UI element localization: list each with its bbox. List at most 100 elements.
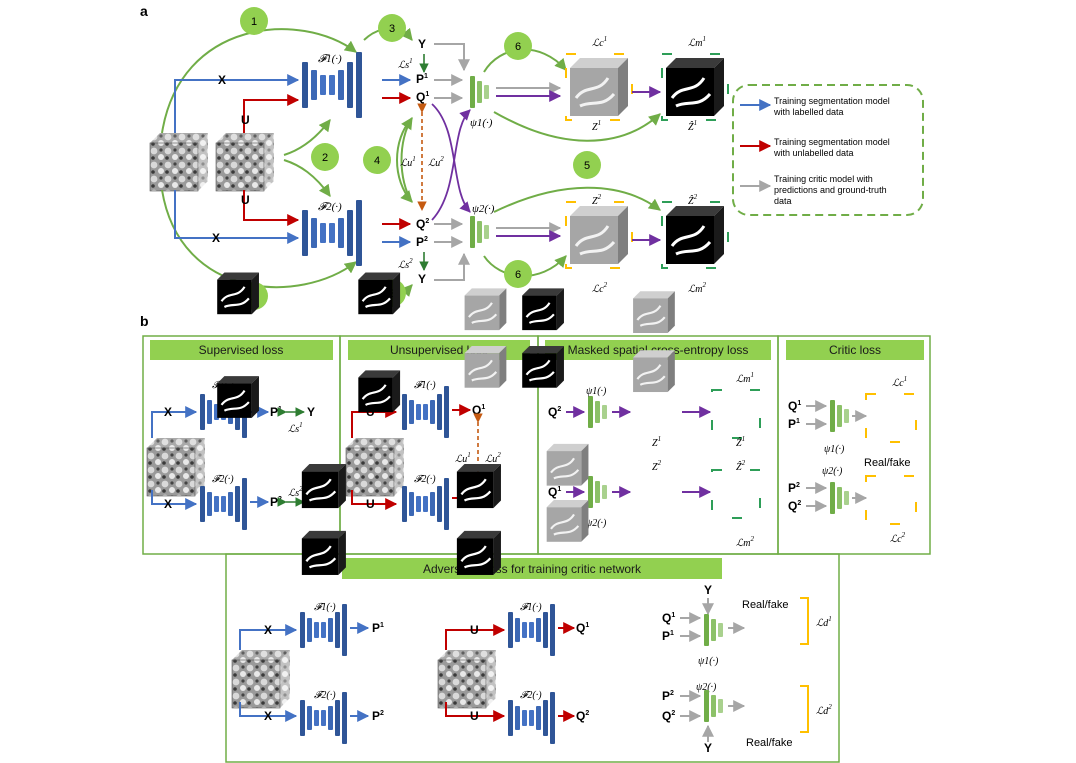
lm2-label: ℒm2 [688, 281, 706, 295]
p2-label: P2 [416, 235, 428, 249]
q2-to-critic1 [431, 109, 471, 221]
z1-label: Z1 [592, 119, 601, 133]
crit-lc1: ℒc1 [892, 375, 907, 389]
adv-crit-p2: P2 [662, 689, 674, 703]
svg-text:6: 6 [515, 41, 521, 53]
y-top-label: Y [418, 37, 426, 51]
adv-p2: P2 [372, 709, 384, 723]
legend-item-2-line2: with unlabelled data [773, 148, 854, 158]
crit-p2: P2 [788, 481, 800, 495]
adv-u-top: U [470, 623, 479, 637]
mask-q1: Q1 [548, 485, 561, 499]
adv-x-bottom: X [264, 709, 272, 723]
mask-lm2: ℒm2 [736, 535, 754, 549]
lm1-label: ℒm1 [688, 35, 706, 49]
svg-text:4: 4 [374, 155, 380, 167]
lm1-bracket [661, 53, 729, 121]
svg-text:3: 3 [389, 23, 395, 35]
adv-q1: Q1 [576, 621, 589, 635]
step5-top-arrow [493, 111, 661, 142]
x-bottom-label: X [212, 231, 220, 245]
unsup-u-bottom: U [366, 497, 375, 511]
svg-text:6: 6 [515, 269, 521, 281]
step-2-badge: 2 [311, 143, 339, 171]
sup-x-bottom: X [164, 497, 172, 511]
sup-x-top: X [164, 405, 172, 419]
adv-u-bottom: U [470, 709, 479, 723]
supervised-loss-panel: Supervised loss X X 𝓕1(·) 𝓕2(·) P1 P2 Y … [142, 271, 341, 555]
step-1-top-badge: 1 [240, 7, 268, 35]
encoder-f2-label: 𝓕2(·) [318, 201, 342, 213]
unsup-q1: Q1 [472, 403, 485, 417]
legend-item-2-line1: Training segmentation model [774, 137, 890, 147]
legend-item-1-line2: with labelled data [773, 107, 844, 117]
labelled-input-volume [149, 132, 209, 192]
adv-ld1: ℒd1 [816, 615, 832, 629]
adversarial-loss-panel: Adversarial loss for training critic net… [225, 442, 840, 763]
zh1-volume [664, 56, 726, 118]
sup-ls2: ℒs2 [288, 485, 303, 499]
step1-top-arrow [161, 28, 357, 134]
step-6-bottom-badge: 6 [504, 260, 532, 288]
u-top-label: U [241, 113, 250, 127]
lc2-label: ℒc2 [592, 281, 608, 295]
legend-item-3-line1: Training critic model with [774, 174, 873, 184]
q2-label: Q2 [416, 217, 429, 231]
u-top-path [243, 94, 300, 133]
adv-f2-left: 𝓕2(·) [314, 690, 336, 701]
unsup-f2: 𝓕2(·) [414, 474, 436, 485]
adv-psi2: ψ2(·) [696, 682, 717, 693]
sup-p1: P1 [270, 405, 282, 419]
psi1-label: ψ1(·) [470, 117, 493, 129]
adv-q2: Q2 [576, 709, 589, 723]
step-3-top-badge: 3 [378, 14, 406, 42]
critic-psi1 [470, 76, 489, 108]
adv-f2-mid: 𝓕2(·) [520, 690, 542, 701]
mask-z1: Z1 [652, 435, 661, 449]
panel-b-label: b [140, 313, 149, 329]
crit-realfake: Real/fake [864, 457, 910, 469]
lc2-bracket [565, 201, 633, 269]
step5-bottom-arrow [493, 186, 661, 213]
adv-f1-left: 𝓕1(·) [314, 602, 336, 613]
ls1-label: ℒs1 [398, 57, 413, 71]
svg-text:5: 5 [584, 160, 590, 172]
legend-item-3-line3: data [774, 196, 792, 206]
svg-text:2: 2 [322, 152, 328, 164]
x-top-label: X [218, 73, 226, 87]
sup-y-top: Y [307, 405, 315, 419]
adversarial-title: Adversarial loss for training critic net… [423, 562, 642, 576]
adv-realfake-bottom: Real/fake [746, 737, 792, 749]
critic-loss-panel: Critic loss Q1 P1 ψ1(·) ℒc1 Real/fake ψ2… [631, 290, 931, 555]
sup-p2: P2 [270, 495, 282, 509]
zh2-label: Ẑ2 [688, 193, 698, 207]
unlabelled-input-volume [215, 132, 275, 192]
p1-label: P1 [416, 72, 428, 86]
z1-volume [568, 56, 630, 118]
adv-realfake-top: Real/fake [742, 599, 788, 611]
q1-label: Q1 [416, 90, 429, 104]
mask-z2: Z2 [652, 459, 662, 473]
crit-q2: Q2 [788, 499, 801, 513]
adv-y-top: Y [704, 583, 712, 597]
unsup-lu1: ℒu1 [455, 451, 471, 465]
lu2-label: ℒu2 [428, 155, 444, 169]
sup-ls1: ℒs1 [288, 421, 303, 435]
psi2-label: ψ2(·) [472, 203, 495, 215]
panel-b: b Supervised loss X X 𝓕1(·) 𝓕2(·) P1 P2 … [140, 271, 931, 763]
panel-a: a X X U U 𝓕1(·) 𝓕2(·) Y P1 Q1 ℒs1 [140, 3, 924, 310]
zh2-volume [664, 204, 726, 266]
supervised-title: Supervised loss [199, 343, 284, 357]
step-5-badge: 5 [573, 151, 601, 179]
legend: Training segmentation model with labelle… [732, 84, 924, 216]
legend-item-3-line2: predictions and ground-truth [774, 185, 887, 195]
y-to-critic1 [434, 43, 470, 72]
step2-bottom-arrow [283, 159, 331, 197]
adv-crit-q1: Q1 [662, 611, 675, 625]
panel-a-label: a [140, 3, 148, 19]
ls2-label: ℒs2 [398, 257, 413, 271]
step-6-top-badge: 6 [504, 32, 532, 60]
unsupervised-title: Unsupervised loss [390, 343, 488, 357]
u-bottom-label: U [241, 193, 250, 207]
